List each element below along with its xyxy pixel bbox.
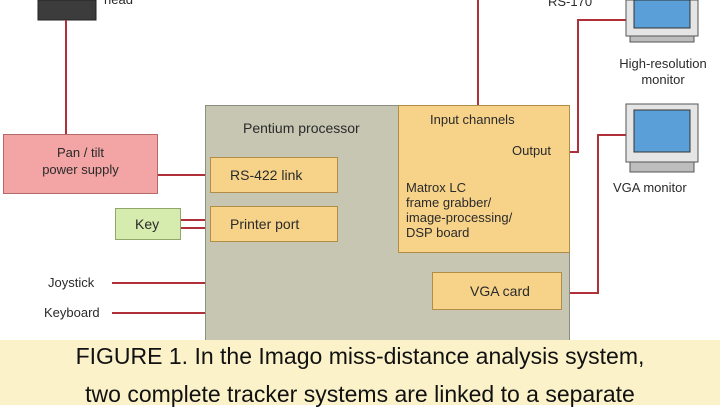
hires-monitor-icon [625,0,699,43]
pan-tilt-label: Pan / tilt power supply [3,144,158,178]
printer-port-label: Printer port [230,216,300,232]
head-label: head [104,0,133,7]
printer-port-block [210,206,338,242]
vga-card-block [432,272,562,310]
hires-monitor-label-line2: monitor [641,72,685,87]
pan-tilt-power-supply-block [3,134,158,194]
joystick-label: Joystick [48,275,95,290]
input-channels-label: Input channels [430,112,515,127]
system-diagram: head RS-170 High-resolution monitor VGA … [3,0,720,342]
rs422-label: RS-422 link [230,167,303,183]
vga-monitor-icon [625,103,699,173]
matrox-line-2: frame grabber/ [406,195,492,210]
key-block [115,208,181,240]
tracker-head-shape [37,0,97,21]
rs422-link-block [210,157,338,193]
hires-monitor-label-line1: High-resolution [619,56,707,71]
keyboard-label: Keyboard [44,305,100,320]
pentium-label: Pentium processor [243,120,360,136]
wire-vga-monitor [562,134,630,294]
hires-monitor-label: High-resolution monitor [606,56,720,88]
vga-monitor-label: VGA monitor [613,180,687,195]
pan-tilt-line2: power supply [42,162,119,177]
figure-caption [0,340,720,405]
output-label: Output [512,143,552,158]
pan-tilt-line1: Pan / tilt [57,145,104,160]
caption-line-1: FIGURE 1. In the Imago miss-distance ana… [75,343,645,369]
caption-line-2: two complete tracker systems are linked … [85,381,635,407]
input-channels-block [398,105,570,253]
matrox-line-4: DSP board [406,225,470,240]
key-label: Key [135,216,160,232]
vga-card-label: VGA card [470,283,530,299]
matrox-line-1: Matrox LC [406,180,466,195]
matrox-line-3: image-processing/ [406,210,513,225]
rs170-label: RS-170 [548,0,593,9]
diagram-wires [37,0,699,314]
matrox-board-label: Matrox LC frame grabber/ image-processin… [406,180,512,240]
wire-output-hires [570,19,630,153]
